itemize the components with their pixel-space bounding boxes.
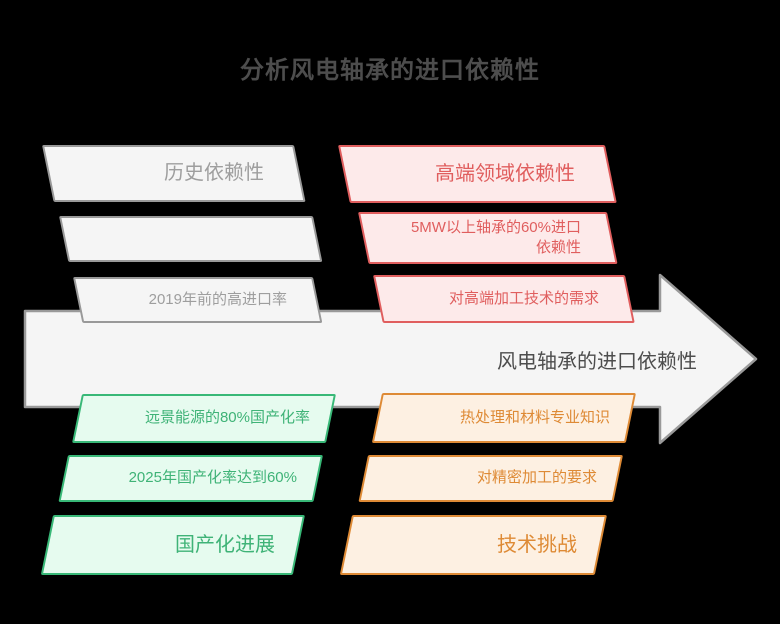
branch-history-header-label: 历史依赖性 bbox=[164, 162, 264, 184]
branch-highend-item-label: 5MW以上轴承的60%进口依赖性 bbox=[410, 218, 581, 256]
diagram-title: 分析风电轴承的进口依赖性 bbox=[240, 57, 540, 84]
branch-tech-header-label: 技术挑战 bbox=[497, 533, 577, 556]
branch-highend-header-label: 高端领域依赖性 bbox=[435, 162, 575, 185]
branch-tech-item: 热处理和材料专业知识 bbox=[371, 393, 636, 443]
branch-history-item-label bbox=[59, 216, 313, 262]
branch-highend-header: 高端领域依赖性 bbox=[338, 145, 617, 203]
branch-tech-item: 对精密加工的要求 bbox=[358, 455, 623, 502]
branch-history-item: 2019年前的高进口率 bbox=[73, 277, 323, 323]
branch-localization-header: 国产化进展 bbox=[40, 515, 306, 575]
branch-history-header: 历史依赖性 bbox=[42, 145, 306, 202]
branch-localization-item-label: 2025年国产化率达到60% bbox=[128, 469, 297, 487]
branch-tech-header: 技术挑战 bbox=[339, 515, 607, 575]
branch-highend-item: 5MW以上轴承的60%进口依赖性 bbox=[358, 212, 618, 264]
branch-localization-item: 远景能源的80%国产化率 bbox=[72, 394, 337, 443]
branch-localization-header-label: 国产化进展 bbox=[175, 533, 275, 556]
branch-localization-item-label: 远景能源的80%国产化率 bbox=[144, 409, 310, 427]
branch-history-item-label: 2019年前的高进口率 bbox=[148, 290, 287, 308]
branch-history-item-empty bbox=[59, 216, 323, 262]
branch-localization-item: 2025年国产化率达到60% bbox=[58, 455, 323, 502]
branch-tech-item-label: 对精密加工的要求 bbox=[476, 469, 597, 487]
branch-highend-item-label: 对高端加工技术的需求 bbox=[448, 289, 599, 307]
main-arrow-label: 风电轴承的进口依赖性 bbox=[497, 351, 697, 373]
branch-tech-item-label: 热处理和材料专业知识 bbox=[459, 408, 610, 426]
branch-highend-item: 对高端加工技术的需求 bbox=[373, 275, 635, 323]
